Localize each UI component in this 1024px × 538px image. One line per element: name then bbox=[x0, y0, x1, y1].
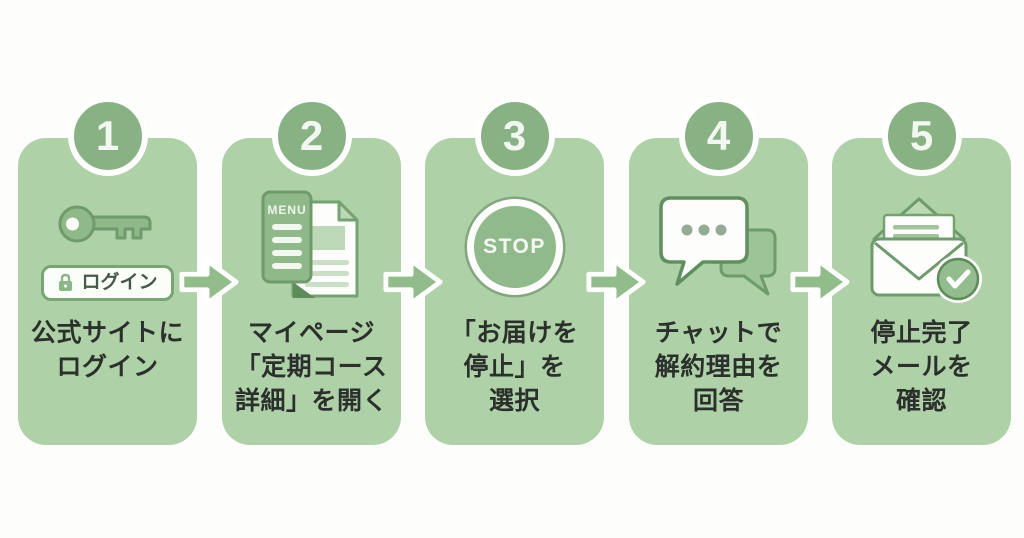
step-label-line: 公式サイトに bbox=[30, 319, 184, 347]
step-label-line: 解約理由を bbox=[654, 353, 783, 381]
login-button-label: ログイン bbox=[81, 271, 158, 293]
step-number: 2 bbox=[299, 112, 324, 159]
step-label-line: 「定期コース bbox=[235, 353, 388, 381]
step-label-line: メールを bbox=[870, 353, 973, 381]
step-card-5: 5 停止完了 メールを 確認 bbox=[832, 96, 1011, 445]
step-label-line: 停止」を bbox=[463, 353, 566, 381]
mail-check-icon bbox=[870, 197, 982, 303]
step-number-badge: 4 bbox=[678, 96, 759, 176]
step-3-icon-box: STOP bbox=[466, 182, 563, 312]
arrow-right-icon bbox=[790, 258, 850, 306]
step-card-1: 1 ログイン 公式サイトに ログイン bbox=[18, 96, 197, 445]
arrow-right-icon bbox=[179, 258, 239, 306]
step-card-2: 2 MENU マイページ bbox=[222, 96, 401, 445]
stop-label: STOP bbox=[483, 235, 546, 258]
step-label-line: 詳細」を開く bbox=[234, 387, 388, 415]
step-label-line: チャットで bbox=[654, 319, 783, 347]
step-label: チャットで 解約理由を 回答 bbox=[655, 316, 783, 418]
login-button: ログイン bbox=[41, 264, 174, 302]
step-number-badge: 3 bbox=[474, 96, 555, 176]
step-card-4: 4 チャットで 解約理由を 回答 bbox=[629, 96, 808, 445]
key-icon bbox=[58, 205, 152, 243]
step-2-icon-box: MENU bbox=[253, 182, 371, 312]
step-label: 「お届けを 停止」を 選択 bbox=[451, 316, 579, 418]
step-5-icon-box bbox=[856, 182, 988, 312]
chat-bubbles-icon bbox=[658, 196, 776, 296]
arrow-right-icon bbox=[383, 258, 443, 306]
step-label-line: マイページ bbox=[247, 319, 375, 347]
menu-document-icon: MENU bbox=[261, 190, 358, 298]
step-label-line: ログイン bbox=[56, 353, 159, 381]
step-label: マイページ 「定期コース 詳細」を開く bbox=[235, 316, 388, 418]
step-number: 1 bbox=[95, 112, 120, 159]
step-label: 停止完了 メールを 確認 bbox=[870, 316, 972, 418]
step-4-icon-box bbox=[655, 182, 783, 312]
step-label-line: 「お届けを bbox=[450, 319, 579, 347]
stop-icon: STOP bbox=[466, 199, 563, 295]
step-label: 公式サイトに ログイン bbox=[31, 316, 184, 384]
step-label-line: 選択 bbox=[488, 387, 540, 415]
menu-panel-title: MENU bbox=[267, 203, 306, 217]
step-1-icon-box: ログイン bbox=[41, 182, 174, 312]
step-number: 4 bbox=[706, 112, 731, 159]
step-label-line: 確認 bbox=[895, 387, 947, 415]
step-label-line: 回答 bbox=[692, 387, 744, 415]
step-card-3: 3 STOP 「お届けを 停止」を 選択 bbox=[425, 96, 604, 445]
step-number-badge: 1 bbox=[67, 96, 148, 176]
step-number: 5 bbox=[909, 112, 934, 159]
step-label-line: 停止完了 bbox=[870, 319, 973, 347]
step-number-badge: 2 bbox=[271, 96, 352, 176]
lock-icon bbox=[59, 274, 73, 292]
arrow-right-icon bbox=[586, 258, 646, 306]
step-number: 3 bbox=[502, 112, 527, 159]
step-number-badge: 5 bbox=[881, 96, 962, 176]
